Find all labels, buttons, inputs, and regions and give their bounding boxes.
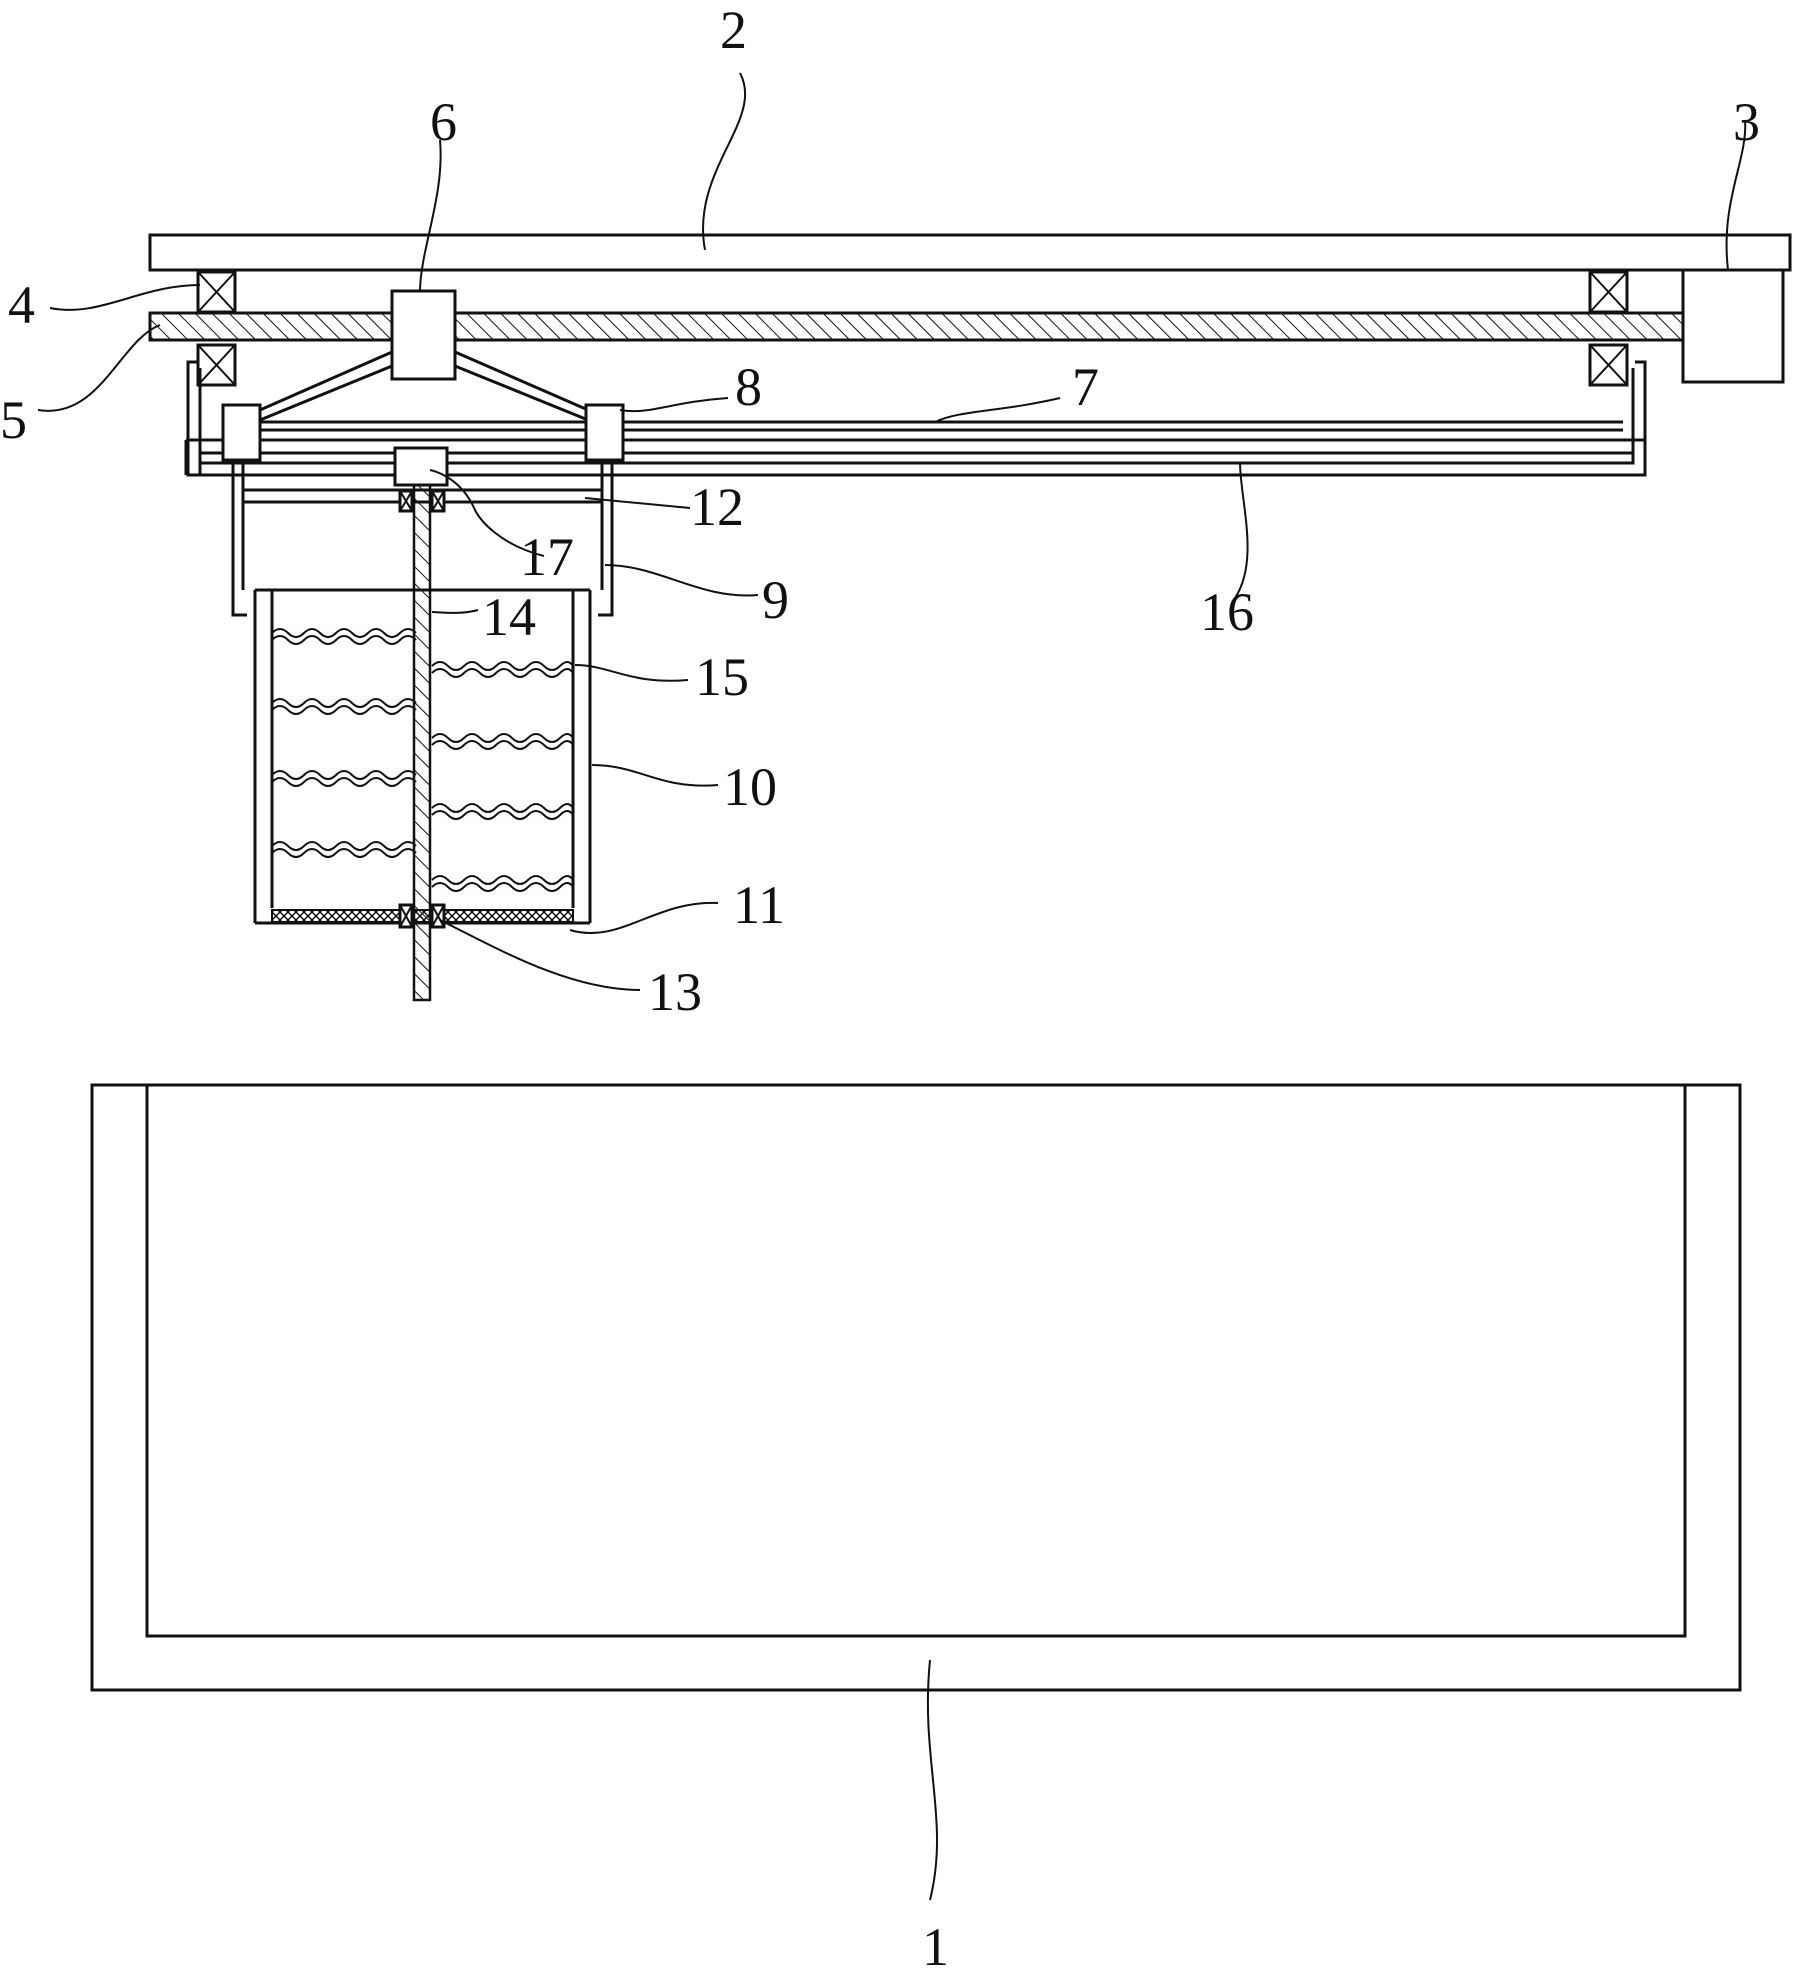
stirring-shaft — [412, 483, 432, 1002]
hatched-screw-shaft — [148, 311, 1685, 342]
label-5: 5 — [0, 390, 27, 450]
tank — [90, 1083, 1742, 1692]
label-12: 12 — [690, 477, 744, 537]
wavy-blades — [271, 628, 574, 892]
top-plate — [148, 233, 1792, 272]
label-9: 9 — [762, 570, 789, 630]
motor-block — [1681, 268, 1785, 384]
label-16: 16 — [1200, 582, 1254, 642]
shaft-bearings-top — [398, 489, 446, 513]
hanging-rods — [231, 460, 614, 617]
label-15: 15 — [695, 647, 749, 707]
label-17: 17 — [520, 527, 574, 587]
leader-lines — [37, 72, 1747, 1901]
slide-rod — [255, 420, 1623, 432]
label-3: 3 — [1733, 92, 1760, 152]
bearings — [196, 270, 1629, 387]
label-10: 10 — [723, 757, 777, 817]
label-8: 8 — [735, 357, 762, 417]
nut-block — [259, 289, 589, 422]
label-7: 7 — [1072, 357, 1099, 417]
label-13: 13 — [648, 962, 702, 1022]
label-2: 2 — [720, 0, 747, 60]
label-1: 1 — [922, 1917, 949, 1976]
label-14: 14 — [482, 587, 536, 647]
label-4: 4 — [8, 275, 35, 335]
slider-left — [221, 403, 262, 462]
small-motor — [393, 446, 449, 487]
label-11: 11 — [733, 875, 785, 935]
label-6: 6 — [430, 92, 457, 152]
slider-right — [584, 403, 625, 462]
